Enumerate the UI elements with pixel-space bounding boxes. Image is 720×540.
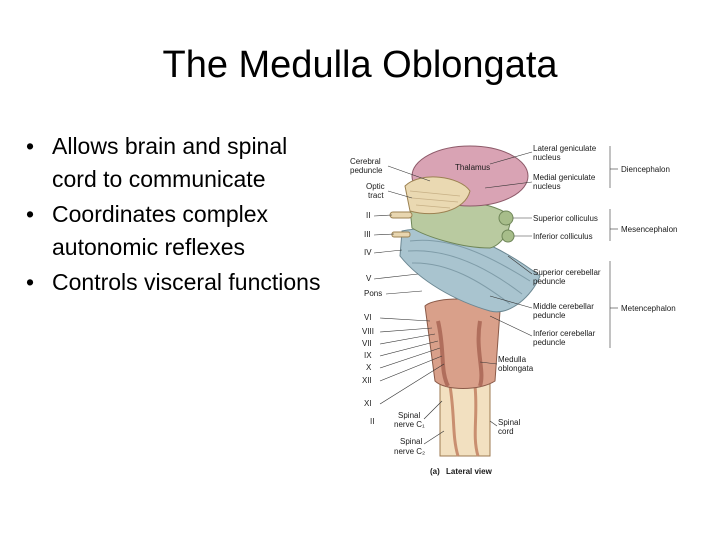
optic-fiber-shape [409, 190, 461, 209]
label-medial-geniculate: Medial geniculate [533, 173, 596, 182]
figure-caption: Lateral view [446, 467, 493, 476]
optic-tract-shape [404, 176, 471, 215]
peduncle-fiber-shape [407, 250, 523, 295]
label-superior-cerebellar-peduncle: Superior cerebellar [533, 268, 601, 277]
spinal-root-shape [473, 385, 480, 457]
figure-caption-letter: (a) [430, 467, 440, 476]
cranial-nerve-iii-shape [391, 231, 411, 238]
label-inferior-cerebellar-peduncle: peduncle [533, 338, 566, 347]
label-optic-tract: Optic [366, 182, 385, 191]
label-cn-v: V [366, 274, 372, 283]
label-optic-tract: tract [368, 191, 384, 200]
label-cn-ii: II [366, 211, 370, 220]
label-spinal-cord: Spinal [498, 418, 520, 427]
label-medulla-oblongata: Medulla [498, 355, 527, 364]
bullet-dot-icon: • [26, 269, 35, 295]
bullet-text: Coordinates complex autonomic reflexes [52, 201, 269, 260]
label-medulla-oblongata: oblongata [498, 364, 534, 373]
label-inferior-cerebellar-peduncle: Inferior cerebellar [533, 329, 596, 338]
label-middle-cerebellar-peduncle: Middle cerebellar [533, 302, 594, 311]
bullet-text: Controls visceral functions [52, 269, 321, 295]
label-cn-vii: VII [362, 339, 372, 348]
bullet-item: • Coordinates complex autonomic reflexes [24, 198, 324, 264]
label-spinal-cord: cord [498, 427, 514, 436]
superior-colliculus-shape [498, 210, 514, 226]
leader-lines [373, 146, 618, 445]
label-lateral-geniculate: Lateral geniculate [533, 144, 597, 153]
bullet-text: Allows brain and spinal cord to communic… [52, 133, 288, 192]
label-pons: Pons [364, 289, 382, 298]
label-cn-xi: XI [364, 399, 372, 408]
medulla-tract-shape [476, 320, 484, 387]
label-metencephalon: Metencephalon [621, 304, 676, 313]
label-cn-iv: IV [364, 248, 372, 257]
cranial-nerve-ii-shape [389, 211, 413, 219]
label-superior-colliculus: Superior colliculus [533, 214, 598, 223]
label-cerebral-peduncle: peduncle [350, 166, 383, 175]
label-mesencephalon: Mesencephalon [621, 225, 677, 234]
spinal-root-shape [448, 385, 460, 457]
peduncle-fiber-shape [409, 239, 531, 282]
label-spinal-nerve-c2: Spinal [400, 437, 422, 446]
label-spinal-nerve-c1: nerve C₁ [394, 420, 425, 429]
label-superior-cerebellar-peduncle: peduncle [533, 277, 566, 286]
label-cn-xii: XII [362, 376, 372, 385]
label-cn-ix: IX [364, 351, 372, 360]
brainstem-illustration: Cerebral peduncle Optic tract II III IV … [350, 144, 677, 476]
bullet-list: • Allows brain and spinal cord to communi… [24, 130, 324, 301]
bullet-dot-icon: • [26, 133, 35, 159]
inferior-colliculus-shape [501, 229, 515, 243]
label-cn-viii: VIII [362, 327, 374, 336]
label-spinal-nerve-c1: Spinal [398, 411, 420, 420]
slide-title: The Medulla Oblongata [162, 44, 558, 86]
bullet-dot-icon: • [26, 201, 35, 227]
label-inferior-colliculus: Inferior colliculus [533, 232, 593, 241]
label-cerebral-peduncle: Cerebral [350, 157, 381, 166]
label-medial-geniculate: nucleus [533, 182, 561, 191]
label-cn-iii: III [364, 230, 371, 239]
label-lateral-geniculate: nucleus [533, 153, 561, 162]
bullet-item: • Allows brain and spinal cord to communi… [24, 130, 324, 196]
label-cn-vi: VI [364, 313, 372, 322]
brainstem-diagram: Cerebral peduncle Optic tract II III IV … [340, 136, 690, 481]
medulla-tract-shape [436, 320, 450, 387]
peduncle-fiber-shape [411, 262, 511, 305]
bullet-item: • Controls visceral functions [24, 266, 324, 299]
label-thalamus: Thalamus [455, 163, 490, 172]
label-diencephalon: Diencephalon [621, 165, 670, 174]
label-ii-small: II [370, 417, 374, 426]
label-spinal-nerve-c2: nerve C₂ [394, 447, 425, 456]
medulla-shape [424, 298, 501, 389]
label-cn-x: X [366, 363, 372, 372]
label-middle-cerebellar-peduncle: peduncle [533, 311, 566, 320]
